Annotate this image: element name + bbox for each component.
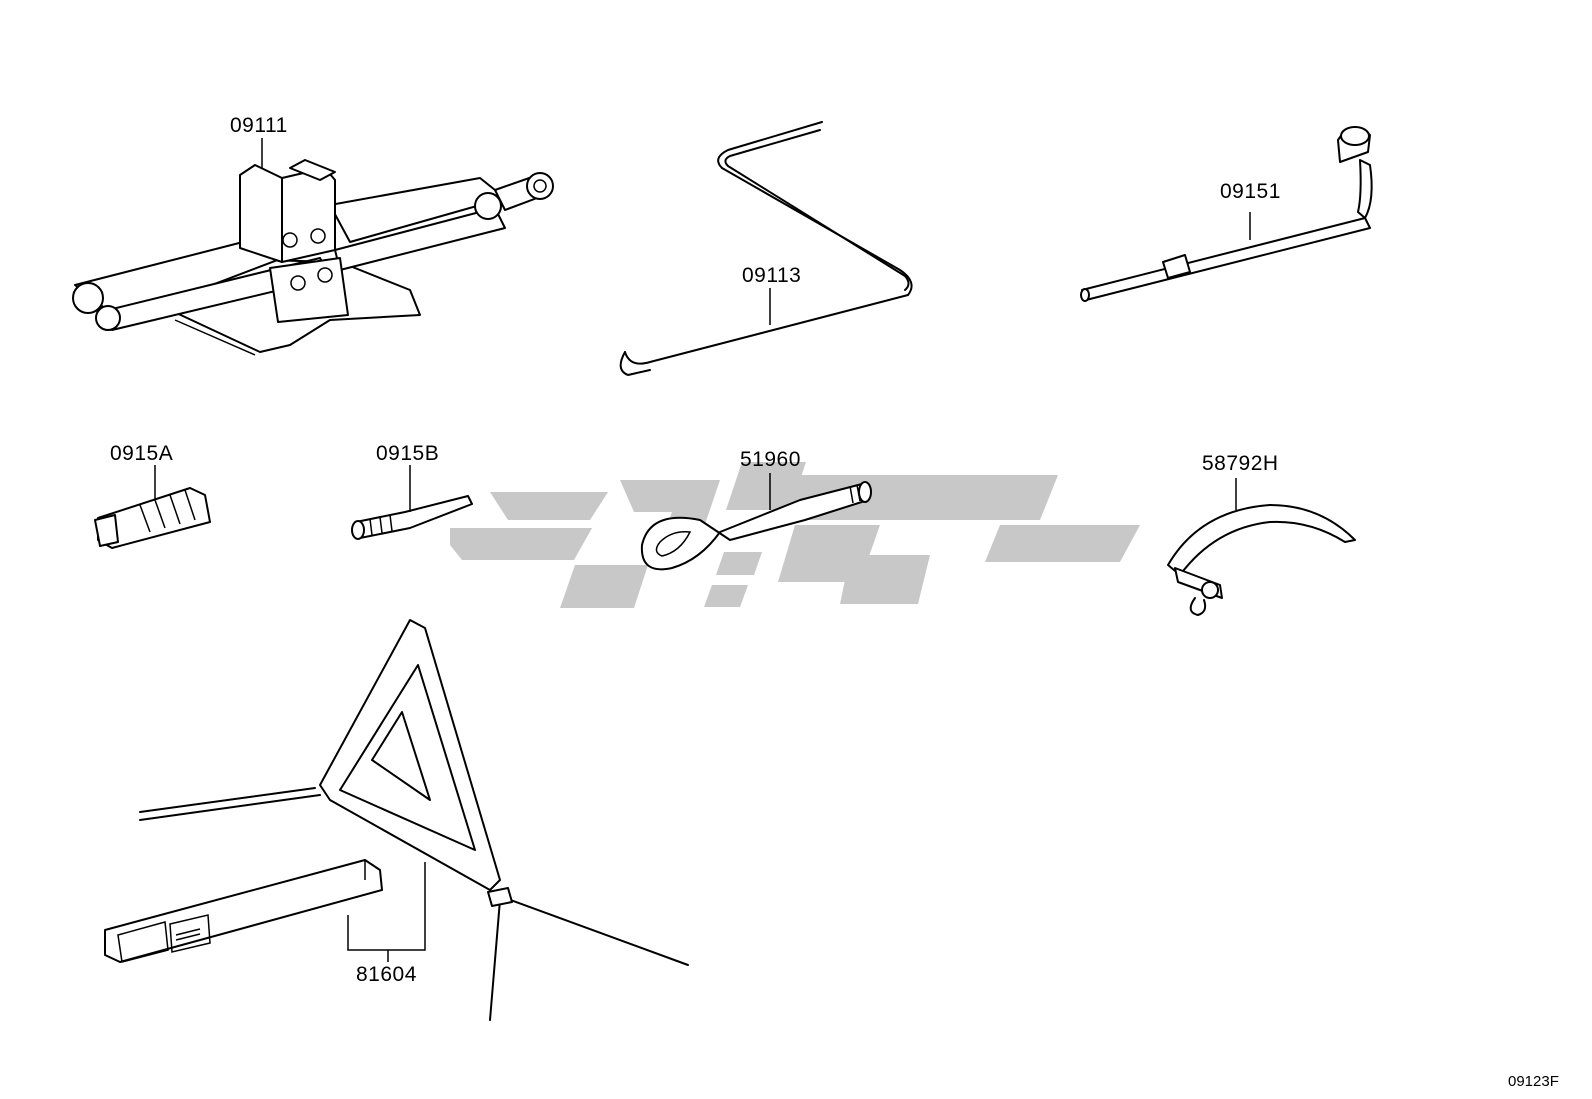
label-jack-handle: 09113 (742, 264, 802, 287)
jack-handle-drawing (619, 121, 913, 376)
label-towing-eye: 51960 (740, 448, 801, 471)
warning-triangle-drawing (104, 619, 689, 1021)
hook-drawing (1167, 504, 1356, 616)
reference-code: 09123F (1508, 1073, 1559, 1090)
leader-warning-triangle (347, 862, 426, 962)
label-wheel-wrench: 09151 (1220, 180, 1281, 203)
watermark-logo (450, 462, 1140, 608)
wheel-wrench-drawing (1080, 126, 1373, 302)
label-adapter-a: 0915A (110, 442, 174, 465)
label-jack: 09111 (230, 114, 288, 137)
scissor-jack-drawing (72, 159, 554, 356)
adapter-a-drawing (94, 487, 211, 549)
label-warning-triangle: 81604 (356, 963, 417, 986)
adapter-b-drawing (351, 495, 473, 540)
label-adapter-b: 0915B (376, 442, 440, 465)
towing-eye-drawing (640, 481, 872, 571)
label-hook: 58792H (1202, 452, 1279, 475)
